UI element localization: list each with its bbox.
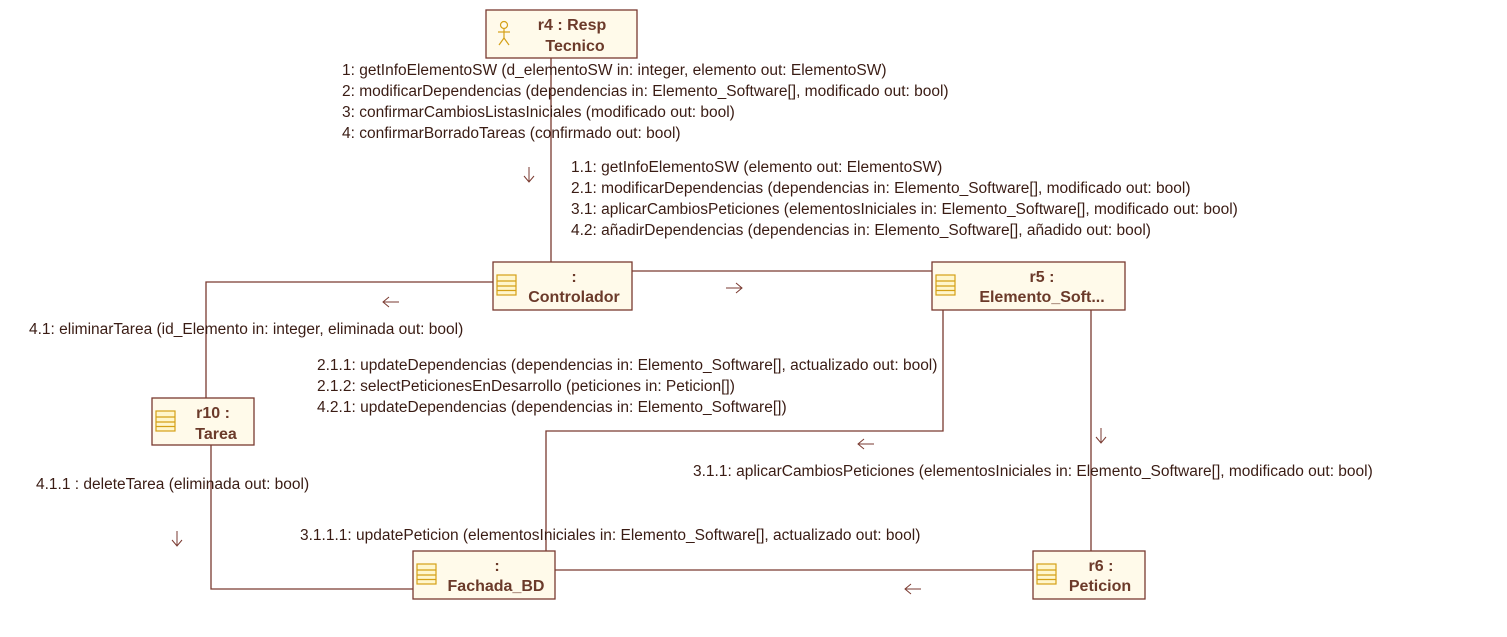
node-fachada-bd[interactable]: : Fachada_BD	[412, 550, 556, 600]
message-label: 4.2: añadirDependencias (dependencias in…	[571, 222, 1151, 239]
message-label: 4.1: eliminarTarea (id_Elemento in: inte…	[29, 321, 463, 338]
message-label: 2: modificarDependencias (dependencias i…	[342, 83, 949, 100]
message-label: 4.1.1 : deleteTarea (eliminada out: bool…	[36, 476, 309, 493]
node-name-line2: Elemento_Soft...	[979, 289, 1104, 306]
messages-peticion-fachada: 3.1.1.1: updatePeticion (elementosInicia…	[300, 527, 920, 544]
node-peticion[interactable]: r6 : Peticion	[1032, 550, 1146, 600]
messages-ctrl-elem: 1.1: getInfoElementoSW (elemento out: El…	[571, 159, 1238, 239]
arrow-right-icon	[726, 282, 743, 294]
arrow-left-icon	[904, 583, 921, 595]
messages-tarea-fachada: 4.1.1 : deleteTarea (eliminada out: bool…	[36, 476, 309, 493]
node-controlador[interactable]: : Controlador	[492, 261, 633, 311]
node-name-line2: Tarea	[195, 426, 237, 443]
link-ctrl-tarea	[205, 281, 493, 398]
message-label: 4: confirmarBorradoTareas (confirmado ou…	[342, 125, 681, 142]
arrow-down-icon	[171, 531, 183, 547]
message-label: 3.1: aplicarCambiosPeticiones (elementos…	[571, 201, 1238, 218]
node-resp-tecnico[interactable]: r4 : Resp Tecnico	[485, 9, 638, 59]
messages-ctrl-tarea: 4.1: eliminarTarea (id_Elemento in: inte…	[29, 321, 463, 338]
messages-elem-fachada: 2.1.1: updateDependencias (dependencias …	[317, 357, 937, 416]
node-name-line2: Controlador	[528, 289, 620, 306]
node-name-line1: r10 :	[196, 405, 230, 422]
message-label: 2.1: modificarDependencias (dependencias…	[571, 180, 1191, 197]
direction-arrows	[171, 167, 1107, 595]
messages-resp-ctrl: 1: getInfoElementoSW (d_elementoSW in: i…	[342, 62, 949, 142]
message-label: 2.1.1: updateDependencias (dependencias …	[317, 357, 937, 374]
message-label: 3.1.1.1: updatePeticion (elementosInicia…	[300, 527, 920, 544]
class-icon	[496, 274, 517, 296]
node-name-line2: Peticion	[1069, 578, 1131, 595]
node-name-line1: r5 :	[1030, 269, 1055, 286]
class-icon	[935, 274, 956, 296]
message-label: 2.1.2: selectPeticionesEnDesarrollo (pet…	[317, 378, 735, 395]
arrow-left-icon	[382, 296, 399, 308]
class-icon	[1036, 563, 1057, 585]
node-name-line1: r6 :	[1089, 558, 1114, 575]
arrow-down-icon	[1095, 428, 1107, 444]
arrow-left-icon	[857, 438, 874, 450]
node-name-line2: Fachada_BD	[448, 578, 545, 595]
links	[205, 57, 1092, 590]
message-label: 1: getInfoElementoSW (d_elementoSW in: i…	[342, 62, 887, 79]
class-icon	[155, 410, 176, 432]
message-label: 4.2.1: updateDependencias (dependencias …	[317, 399, 787, 416]
node-elemento-software[interactable]: r5 : Elemento_Soft...	[931, 261, 1126, 311]
node-name-line1: :	[571, 269, 576, 286]
link-elem-fachada	[545, 310, 944, 551]
message-label: 1.1: getInfoElementoSW (elemento out: El…	[571, 159, 942, 176]
message-label: 3.1.1: aplicarCambiosPeticiones (element…	[693, 463, 1373, 480]
node-name-line1: :	[494, 558, 499, 575]
node-tarea[interactable]: r10 : Tarea	[151, 397, 255, 446]
message-label: 3: confirmarCambiosListasIniciales (modi…	[342, 104, 735, 121]
messages-elem-peticion: 3.1.1: aplicarCambiosPeticiones (element…	[693, 463, 1373, 480]
node-name-line2: Tecnico	[545, 38, 605, 55]
actor-icon	[498, 20, 510, 46]
node-name-line1: r4 : Resp	[538, 17, 607, 34]
arrow-down-icon	[523, 167, 535, 183]
link-tarea-fachada	[210, 445, 413, 590]
class-icon	[416, 563, 437, 585]
